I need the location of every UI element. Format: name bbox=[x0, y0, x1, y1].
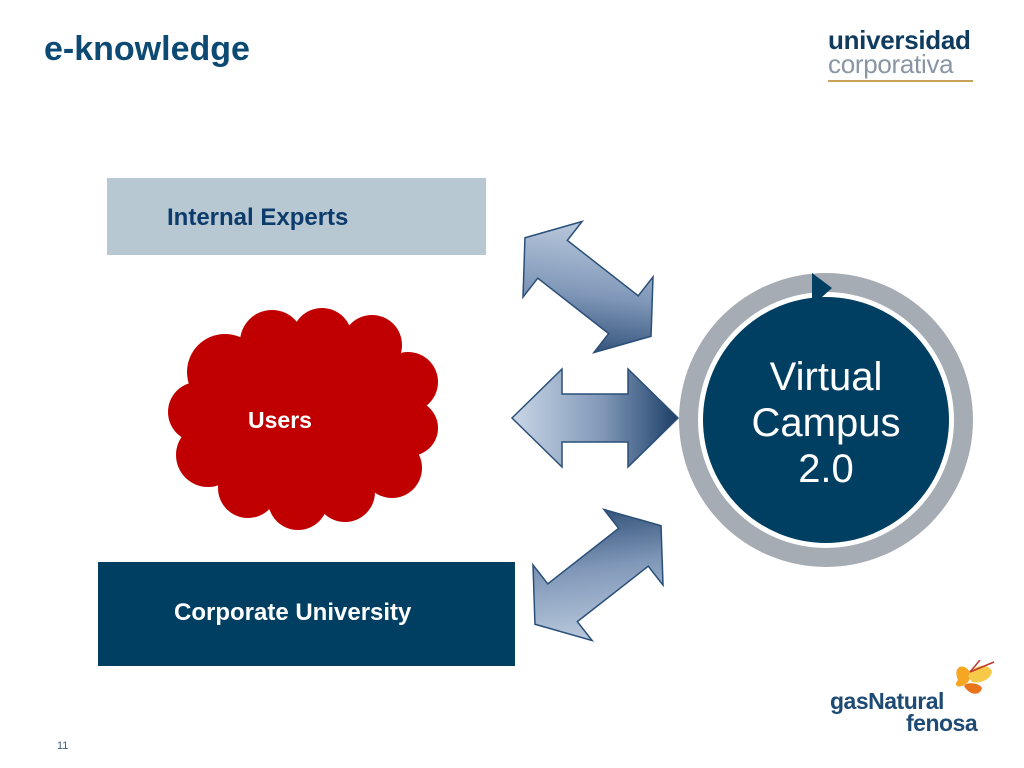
internal-experts-label: Internal Experts bbox=[167, 204, 349, 231]
gas-natural-fenosa-logo: gasNatural fenosa bbox=[830, 660, 1000, 740]
logo-underline bbox=[828, 80, 973, 82]
logo-line-universidad: universidad bbox=[828, 25, 971, 55]
corporate-university-label: Corporate University bbox=[174, 599, 412, 626]
slide-title: e-knowledge bbox=[44, 30, 250, 68]
universidad-corporativa-logo: universidad corporativa bbox=[828, 25, 974, 82]
cycle-arrowhead-icon bbox=[812, 273, 832, 306]
campus-line-3: 2.0 bbox=[798, 447, 854, 491]
campus-line-2: Campus bbox=[751, 401, 901, 445]
corporate-university-box: Corporate University bbox=[98, 562, 515, 666]
internal-experts-box: Internal Experts bbox=[107, 178, 486, 255]
users-campus-arrow bbox=[510, 367, 680, 469]
users-label: Users bbox=[248, 407, 312, 433]
logo-gasnatural-text: gasNatural bbox=[830, 688, 944, 714]
university-campus-arrow bbox=[532, 508, 664, 642]
users-cloud-shape bbox=[168, 308, 438, 530]
logo-fenosa-text: fenosa bbox=[906, 710, 978, 736]
virtual-campus-circle bbox=[679, 273, 973, 567]
experts-campus-arrow bbox=[522, 220, 654, 354]
logo-line-corporativa: corporativa bbox=[828, 49, 954, 79]
page-number: 11 bbox=[57, 740, 69, 752]
butterfly-icon bbox=[955, 660, 995, 694]
virtual-campus-label: Virtual Campus 2.0 bbox=[716, 354, 936, 492]
campus-line-1: Virtual bbox=[769, 355, 883, 399]
